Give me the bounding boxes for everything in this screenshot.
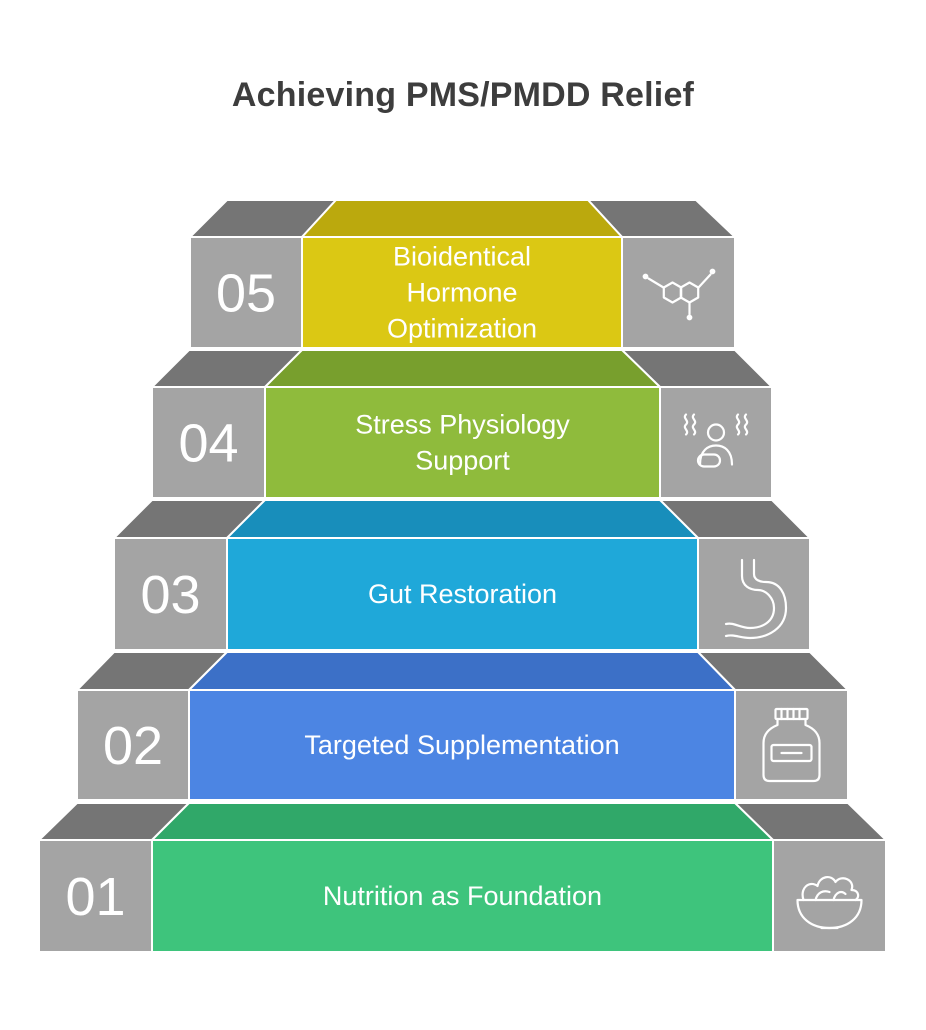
step-label-block — [226, 537, 699, 651]
step-number: 02 — [103, 716, 163, 776]
step-center-top-face — [186, 651, 738, 691]
step-number: 03 — [140, 565, 200, 625]
step-icon-block — [621, 236, 736, 349]
step-01: 01 Nutrition as Foundation — [36, 802, 889, 953]
step-label-block — [151, 839, 774, 953]
step-number: 01 — [65, 867, 125, 927]
step-center-top-face — [262, 349, 663, 388]
step-number: 05 — [216, 264, 276, 324]
step-label-line: Bioidentical — [393, 242, 531, 272]
supplement-bottle-icon — [762, 707, 821, 783]
step-center-top-face — [299, 199, 625, 238]
step-center-top-face — [149, 802, 776, 841]
step-label-line: Stress Physiology — [355, 410, 570, 440]
step-label-line: Gut Restoration — [368, 579, 557, 609]
step-label-line: Optimization — [387, 314, 537, 344]
step-number: 04 — [178, 414, 238, 474]
step-label-line: Support — [415, 446, 510, 476]
stomach-icon — [724, 558, 788, 640]
hormone-molecule-icon — [642, 268, 716, 321]
step-label-block — [264, 386, 661, 499]
step-label-block — [301, 236, 623, 349]
step-label-line: Hormone — [406, 278, 517, 308]
step-02: 02 Targeted Supplementation — [74, 651, 851, 801]
diagram-title: Achieving PMS/PMDD Relief — [231, 76, 695, 114]
step-number-block — [189, 236, 303, 349]
step-number-block — [151, 386, 266, 499]
step-number-block — [76, 689, 190, 801]
step-icon-block — [697, 537, 811, 651]
step-icon-block — [772, 839, 887, 953]
step-label-line: Targeted Supplementation — [304, 730, 619, 760]
step-number-block — [38, 839, 153, 953]
step-label-block — [188, 689, 736, 801]
stress-person-icon — [683, 413, 749, 468]
step-icon-block — [659, 386, 773, 499]
step-number-block — [113, 537, 228, 651]
step-center-top-face — [224, 499, 701, 539]
step-label-line: Nutrition as Foundation — [323, 881, 602, 911]
step-03: 03 Gut Restoration — [111, 499, 813, 651]
salad-bowl-icon — [796, 876, 863, 930]
